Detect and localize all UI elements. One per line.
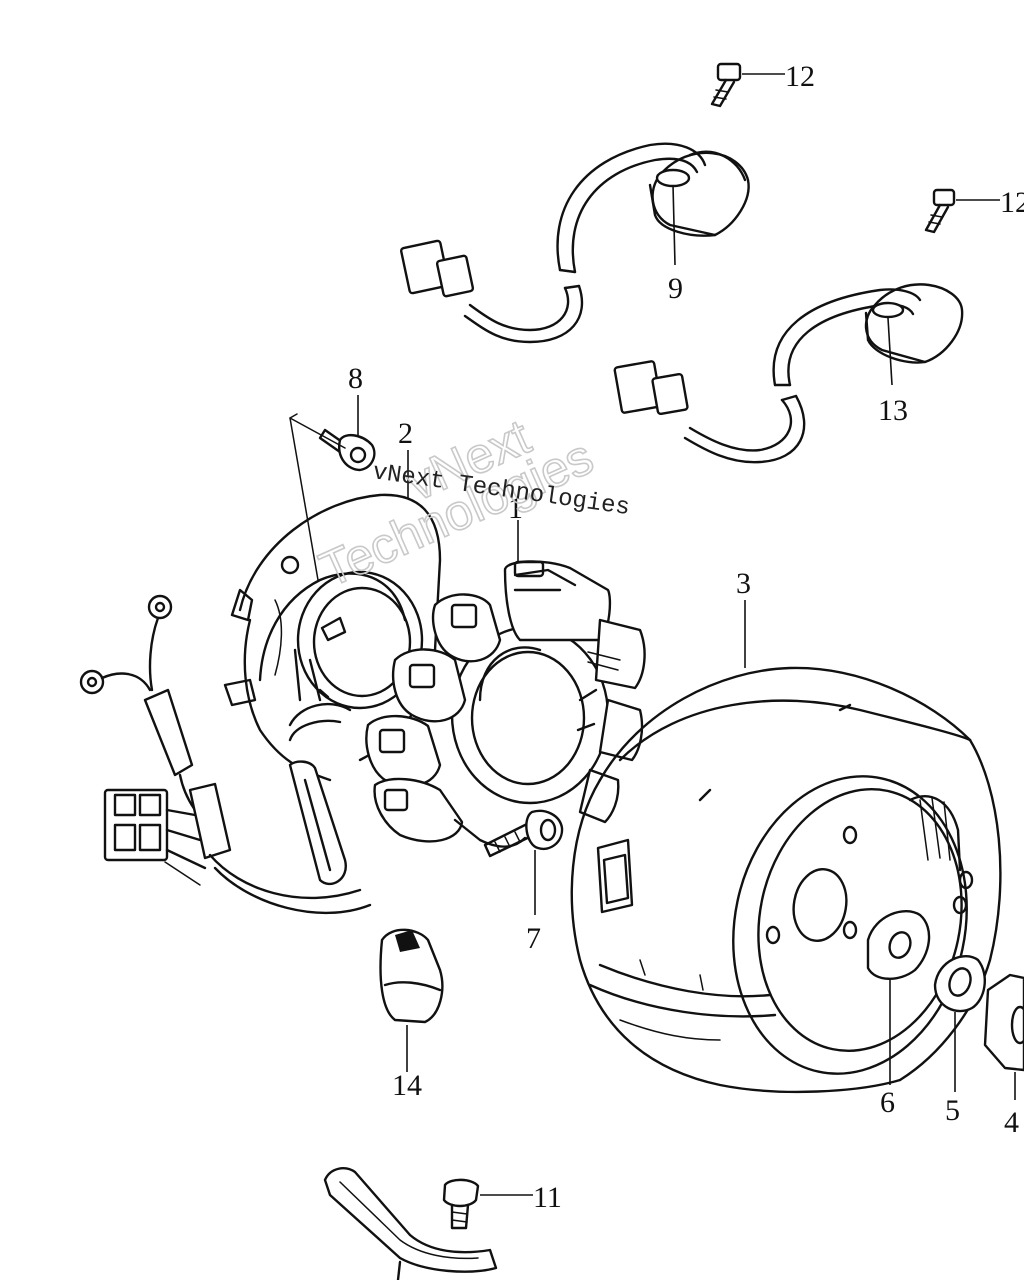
bracket-and-bolt-11 <box>323 1167 533 1282</box>
nut-4 <box>983 973 1024 1100</box>
callout-7: 7 <box>526 922 541 955</box>
callout-5: 5 <box>945 1094 960 1127</box>
callout-13: 13 <box>878 394 908 427</box>
bolt-12a <box>710 62 785 108</box>
callout-12b: 12 <box>1000 186 1024 219</box>
callout-9: 9 <box>668 272 683 305</box>
washer-5 <box>933 955 987 1092</box>
bolt-7 <box>483 809 564 915</box>
wire-harness <box>79 594 372 915</box>
callout-11: 11 <box>533 1181 562 1214</box>
callout-14: 14 <box>392 1069 422 1102</box>
callout-1: 1 <box>508 492 523 525</box>
callout-8: 8 <box>348 362 363 395</box>
grommet-14 <box>379 928 444 1072</box>
callout-12a: 12 <box>785 60 815 93</box>
flywheel-rotor-3 <box>570 600 1002 1094</box>
callout-4: 4 <box>1004 1106 1019 1139</box>
bolt-12b <box>924 188 1000 234</box>
callout-2: 2 <box>398 417 413 450</box>
callout-3: 3 <box>736 567 751 600</box>
screw-8 <box>289 395 376 581</box>
washer-6 <box>866 910 931 1085</box>
pickup-sensor-9 <box>400 142 750 344</box>
stator-coil-1 <box>365 520 646 848</box>
callout-6: 6 <box>880 1086 895 1119</box>
pickup-sensor-13 <box>613 283 964 464</box>
